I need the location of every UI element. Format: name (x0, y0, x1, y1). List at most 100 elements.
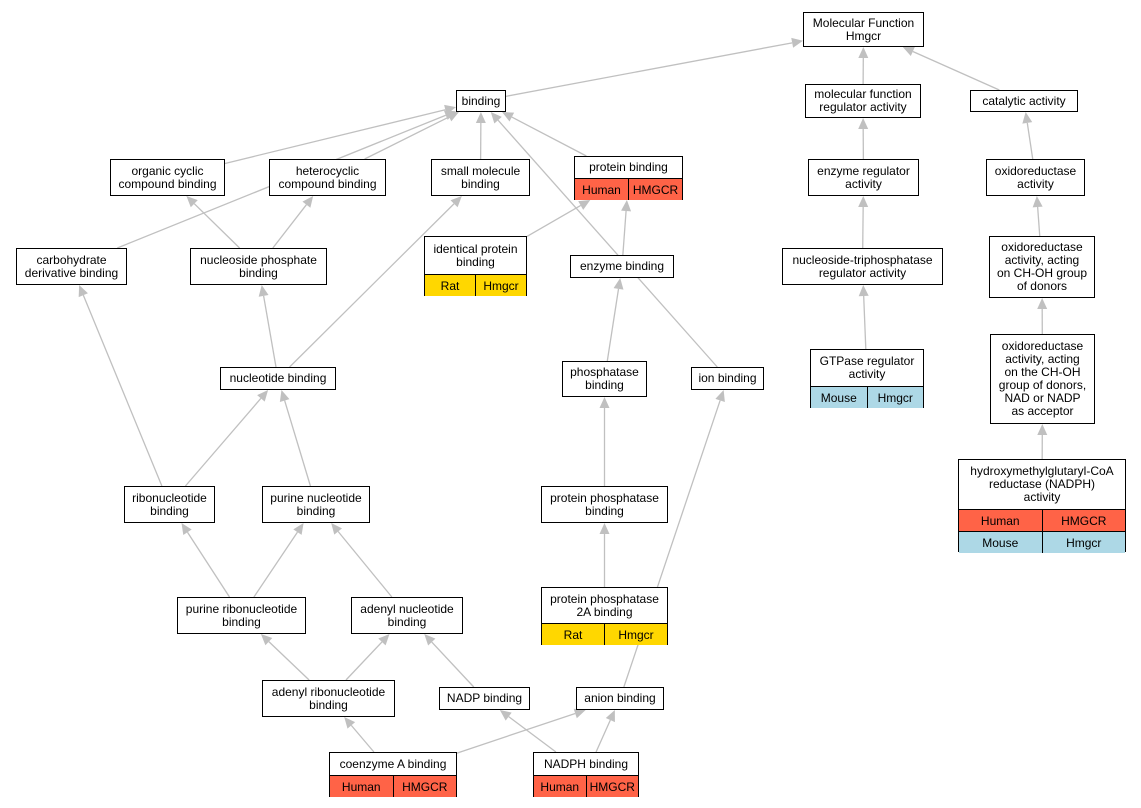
gene-cell: HMGCR (628, 179, 682, 200)
arrowhead-purine_nucleotide-to-nucleotide_binding (279, 390, 290, 402)
edge-nucleotide_binding-to-small_molecule (289, 203, 455, 368)
arrowhead-adenyl_nucleotide-to-purine_nucleotide (331, 523, 343, 535)
node-label: catalytic activity (982, 93, 1066, 108)
node-identical-protein-binding[interactable]: identical protein binding Rat Hmgcr (424, 236, 527, 296)
node-label: coenzyme A binding (339, 756, 447, 771)
node-label: purine nucleotide binding (270, 490, 362, 518)
edge-nucleotide_binding-to-nucleoside_phosphate (262, 295, 277, 368)
edge-nadph_binding-to-nadp_binding (508, 716, 557, 753)
node-label: enzyme regulator activity (817, 163, 910, 191)
arrowhead-binding-to-mf_root (791, 37, 803, 48)
node-label: NADPH binding (543, 756, 629, 771)
node-adenyl-nucleotide-binding[interactable]: adenyl nucleotide binding (351, 597, 463, 634)
node-coenzyme-a-binding[interactable]: coenzyme A binding Human HMGCR (329, 752, 457, 797)
node-anion-binding[interactable]: anion binding (576, 687, 664, 710)
node-nucleoside-triphosphatase-regulator-activity[interactable]: nucleoside-triphosphatase regulator acti… (782, 248, 943, 285)
node-molecular-function-root[interactable]: Molecular Function Hmgcr (803, 12, 924, 47)
node-protein-phosphatase-2a-binding[interactable]: protein phosphatase 2A binding Rat Hmgcr (541, 587, 668, 645)
node-enzyme-binding[interactable]: enzyme binding (570, 255, 674, 278)
edge-identical_protein-to-protein_binding (526, 204, 582, 237)
node-label: oxidoreductase activity (994, 163, 1077, 191)
node-label: oxidoreductase activity, acting on the C… (998, 339, 1087, 418)
arrowhead-protein_phosphatase-to-phosphatase_binding (599, 397, 610, 408)
node-organic-cyclic-compound-binding[interactable]: organic cyclic compound binding (110, 159, 225, 196)
arrowhead-gtpase_regulator-to-ntpase_regulator (858, 285, 869, 297)
edge-nucleoside_phosphate-to-organic_cyclic (193, 203, 241, 249)
arrowhead-phosphatase_binding-to-enzyme_binding (613, 278, 624, 290)
node-label: adenyl ribonucleotide binding (271, 684, 386, 712)
arrowhead-purine_ribonucleotide-to-purine_nucleotide (293, 523, 304, 535)
node-phosphatase-binding[interactable]: phosphatase binding (562, 361, 647, 397)
arrowhead-anion_binding-to-ion_binding (715, 390, 725, 403)
edge-adenyl_ribonucleotide-to-adenyl_nucleotide (345, 641, 383, 681)
edge-protein_binding-to-binding (511, 116, 587, 157)
edge-heterocyclic-to-binding (364, 116, 450, 160)
node-heterocyclic-compound-binding[interactable]: heterocyclic compound binding (269, 159, 386, 196)
node-label: Molecular Function Hmgcr (812, 15, 915, 43)
node-label: heterocyclic compound binding (278, 163, 377, 191)
edge-nucleoside_phosphate-to-heterocyclic (272, 204, 307, 249)
edge-gtpase_regulator-to-ntpase_regulator (863, 295, 867, 350)
node-hmg-coa-reductase-activity[interactable]: hydroxymethylglutaryl-CoA reductase (NAD… (958, 459, 1126, 553)
node-label: protein binding (589, 160, 668, 174)
gene-cell: Hmgcr (866, 387, 923, 408)
node-nucleotide-binding[interactable]: nucleotide binding (220, 367, 336, 390)
node-nadph-binding[interactable]: NADPH binding Human HMGCR (533, 752, 639, 797)
arrowhead-pp2a_binding-to-protein_phosphatase (599, 523, 610, 534)
annotation-row: Human HMGCR (575, 178, 682, 200)
node-label: ribonucleotide binding (132, 490, 207, 518)
node-oxidoreductase-nad-or-nadp-acceptor[interactable]: oxidoreductase activity, acting on the C… (990, 334, 1095, 424)
species-cell: Human (959, 510, 1042, 531)
node-label: enzyme binding (579, 259, 665, 273)
gene-cell: Hmgcr (1041, 532, 1125, 553)
node-label: NADP binding (446, 691, 523, 705)
node-purine-nucleotide-binding[interactable]: purine nucleotide binding (262, 486, 370, 523)
arrowhead-catalytic-to-mf_root (902, 46, 915, 57)
node-protein-binding[interactable]: protein binding Human HMGCR (574, 156, 683, 200)
arrowhead-nucleotide_binding-to-small_molecule (450, 196, 462, 208)
node-oxidoreductase-acting-on-ch-oh[interactable]: oxidoreductase activity, acting on CH-OH… (989, 236, 1095, 298)
node-label: protein phosphatase binding (550, 490, 659, 518)
edge-purine_ribonucleotide-to-ribonucleotide (186, 531, 231, 598)
node-oxidoreductase-activity[interactable]: oxidoreductase activity (986, 159, 1085, 196)
node-carbohydrate-derivative-binding[interactable]: carbohydrate derivative binding (16, 248, 127, 285)
edge-coenzyme_a-to-anion_binding (456, 712, 576, 754)
annotation-row: Human HMGCR (959, 509, 1125, 531)
arrowhead-small_molecule-to-binding (475, 112, 486, 124)
arrowhead-ntpase_regulator-to-enzyme_regulator (858, 196, 869, 208)
arrowhead-nadph_binding-to-nadp_binding (499, 710, 512, 721)
node-label: GTPase regulator activity (819, 354, 915, 381)
arrowhead-nadp_binding-to-adenyl_nucleotide (424, 634, 436, 646)
node-label: ion binding (698, 371, 757, 385)
node-binding[interactable]: binding (456, 90, 506, 112)
node-label: molecular function regulator activity (814, 87, 912, 114)
annotation-row: Mouse Hmgcr (959, 531, 1125, 553)
node-adenyl-ribonucleotide-binding[interactable]: adenyl ribonucleotide binding (262, 680, 395, 717)
node-small-molecule-binding[interactable]: small molecule binding (431, 159, 530, 196)
node-catalytic-activity[interactable]: catalytic activity (970, 90, 1078, 112)
edge-ribonucleotide-to-carbohydrate_deriv (82, 294, 163, 487)
edge-organic_cyclic-to-binding (224, 109, 446, 165)
node-ribonucleotide-binding[interactable]: ribonucleotide binding (124, 486, 215, 523)
node-nadp-binding[interactable]: NADP binding (439, 687, 530, 710)
node-label: purine ribonucleotide binding (185, 601, 298, 629)
arrowhead-oxido_choh-to-oxidoreductase (1032, 196, 1043, 208)
arrowhead-nucleoside_phosphate-to-organic_cyclic (186, 196, 198, 208)
node-purine-ribonucleotide-binding[interactable]: purine ribonucleotide binding (177, 597, 306, 634)
node-ion-binding[interactable]: ion binding (691, 367, 764, 390)
gene-cell: Hmgcr (604, 624, 667, 645)
gene-cell: HMGCR (392, 776, 456, 797)
arrowhead-nadph_binding-to-anion_binding (605, 710, 615, 723)
species-cell: Mouse (959, 532, 1042, 553)
node-label: identical protein binding (433, 241, 518, 269)
node-molecular-function-regulator-activity[interactable]: molecular function regulator activity (805, 84, 921, 118)
gene-cell: Hmgcr (475, 275, 526, 296)
arrowhead-adenyl_ribonucleotide-to-purine_ribonucleotide (260, 634, 273, 646)
edge-ion_binding-to-binding (497, 119, 718, 368)
edge-ribonucleotide-to-nucleotide_binding (184, 397, 262, 487)
node-protein-phosphatase-binding[interactable]: protein phosphatase binding (541, 486, 668, 523)
node-gtpase-regulator-activity[interactable]: GTPase regulator activity Mouse Hmgcr (810, 349, 924, 408)
node-enzyme-regulator-activity[interactable]: enzyme regulator activity (808, 159, 919, 196)
node-nucleoside-phosphate-binding[interactable]: nucleoside phosphate binding (190, 248, 327, 285)
node-label: binding (461, 93, 501, 108)
